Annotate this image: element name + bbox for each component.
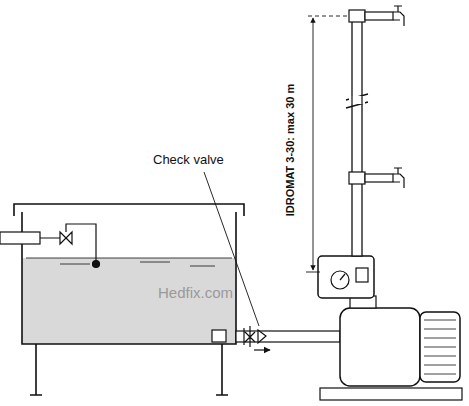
float-rod [66, 224, 96, 262]
riser-pipe [352, 18, 362, 256]
motor-fin [424, 365, 456, 366]
tank-legs [30, 344, 228, 395]
tap [393, 168, 404, 188]
foot-valve [212, 330, 226, 342]
flow-arrow [254, 349, 270, 350]
leader-line [204, 172, 259, 326]
motor-fin [424, 329, 456, 330]
tee [349, 10, 365, 22]
pressure-controller [318, 256, 374, 298]
branch-pipe [365, 174, 393, 182]
float-valve [40, 232, 72, 244]
motor-fin [424, 338, 456, 339]
dimension-label: IDROMAT 3-30: max 30 m [284, 84, 296, 216]
inlet-pipe [0, 232, 40, 244]
watermark: Hedfix.com [158, 284, 233, 301]
motor-fin [424, 356, 456, 357]
water [22, 258, 236, 344]
dimension-extension [308, 16, 350, 17]
suction-pipe [236, 331, 340, 342]
tank-wall [22, 212, 236, 344]
callout-label: Check valve [153, 152, 224, 167]
base-plate [320, 388, 462, 400]
motor-fin [424, 320, 456, 321]
gate-valve [244, 326, 255, 347]
motor-fin [424, 347, 456, 348]
pressure-gauge [331, 271, 349, 289]
pump-body [340, 308, 420, 386]
float [93, 261, 100, 268]
break-mark [346, 94, 368, 108]
motor-fin [424, 374, 456, 375]
check-valve [258, 330, 266, 343]
tap [393, 6, 404, 26]
tank-lid [14, 204, 244, 216]
tee [349, 172, 365, 184]
dimension-line [313, 18, 314, 270]
branch-pipe [365, 12, 393, 20]
motor [420, 312, 460, 382]
